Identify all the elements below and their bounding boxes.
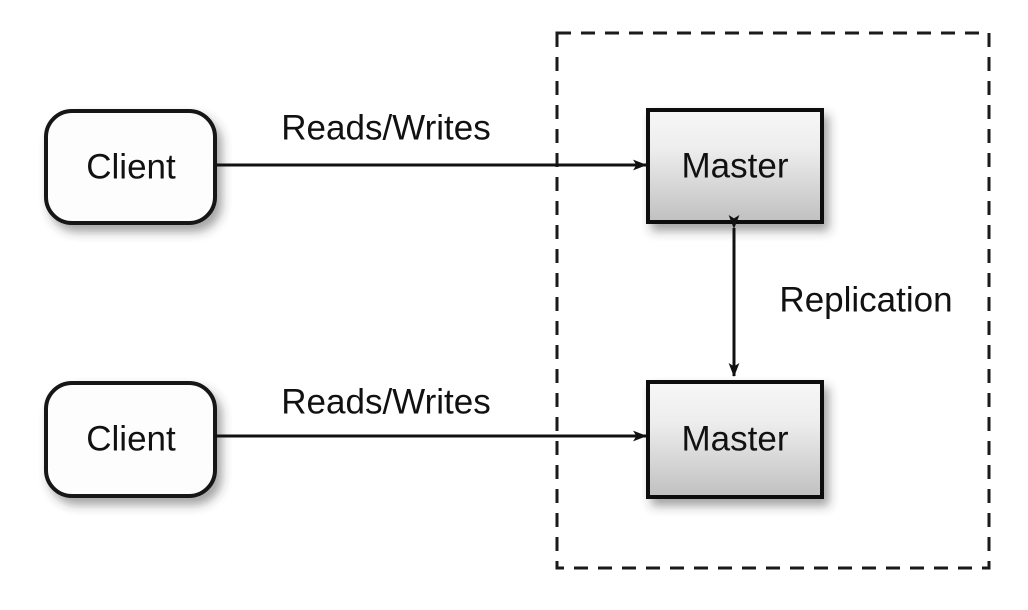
edge-client-bottom-to-master-bottom: Reads/Writes [215,382,647,442]
edge-client-top-to-master-top: Reads/Writes [215,108,647,171]
master-top-label: Master [682,146,789,185]
edge-master-replication: Replication [728,215,953,377]
client-bottom-shape [44,381,217,498]
client-top-shape [44,109,217,225]
master-bottom-label: Master [682,419,789,458]
node-master-bottom[interactable]: Master [646,380,824,499]
client-bottom-label: Client [86,419,176,458]
node-client-bottom[interactable]: Client [44,381,217,498]
node-master-top[interactable]: Master [646,108,824,224]
edge-label-reads-writes-top: Reads/Writes [281,108,490,147]
master-bottom-shape [646,380,824,499]
replication-group-boundary [555,31,991,570]
client-top-label: Client [86,147,176,186]
master-top-shape [646,108,824,224]
edge-label-replication: Replication [779,280,952,319]
edge-label-reads-writes-bottom: Reads/Writes [281,382,490,421]
node-client-top[interactable]: Client [44,109,217,225]
